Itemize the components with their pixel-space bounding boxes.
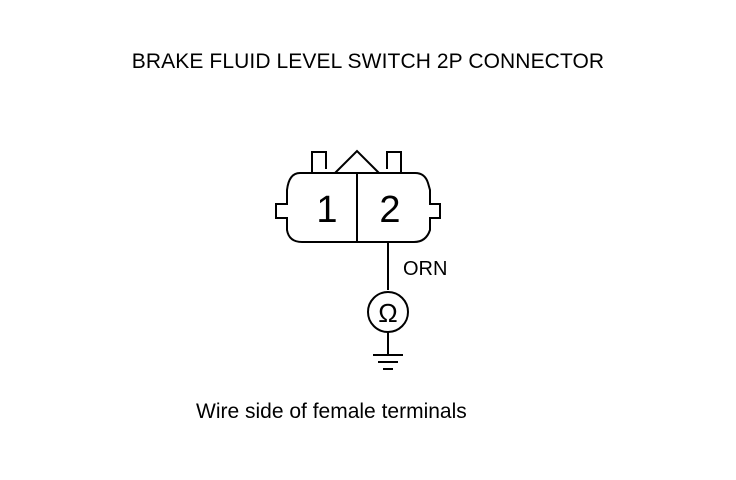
diagram-caption: Wire side of female terminals [196,400,467,423]
connector-lock-tab-left [311,151,327,173]
terminal-2-label: 2 [379,189,400,231]
diagram-title: BRAKE FLUID LEVEL SWITCH 2P CONNECTOR [131,50,605,73]
ground-icon [373,354,403,370]
connector-latch [334,149,380,174]
terminal-1-label: 1 [316,189,337,231]
connector-lock-tab-right [386,151,402,173]
ohm-symbol: Ω [378,298,397,328]
connector-housing [275,172,441,243]
wire-color-label: ORN [403,258,447,280]
